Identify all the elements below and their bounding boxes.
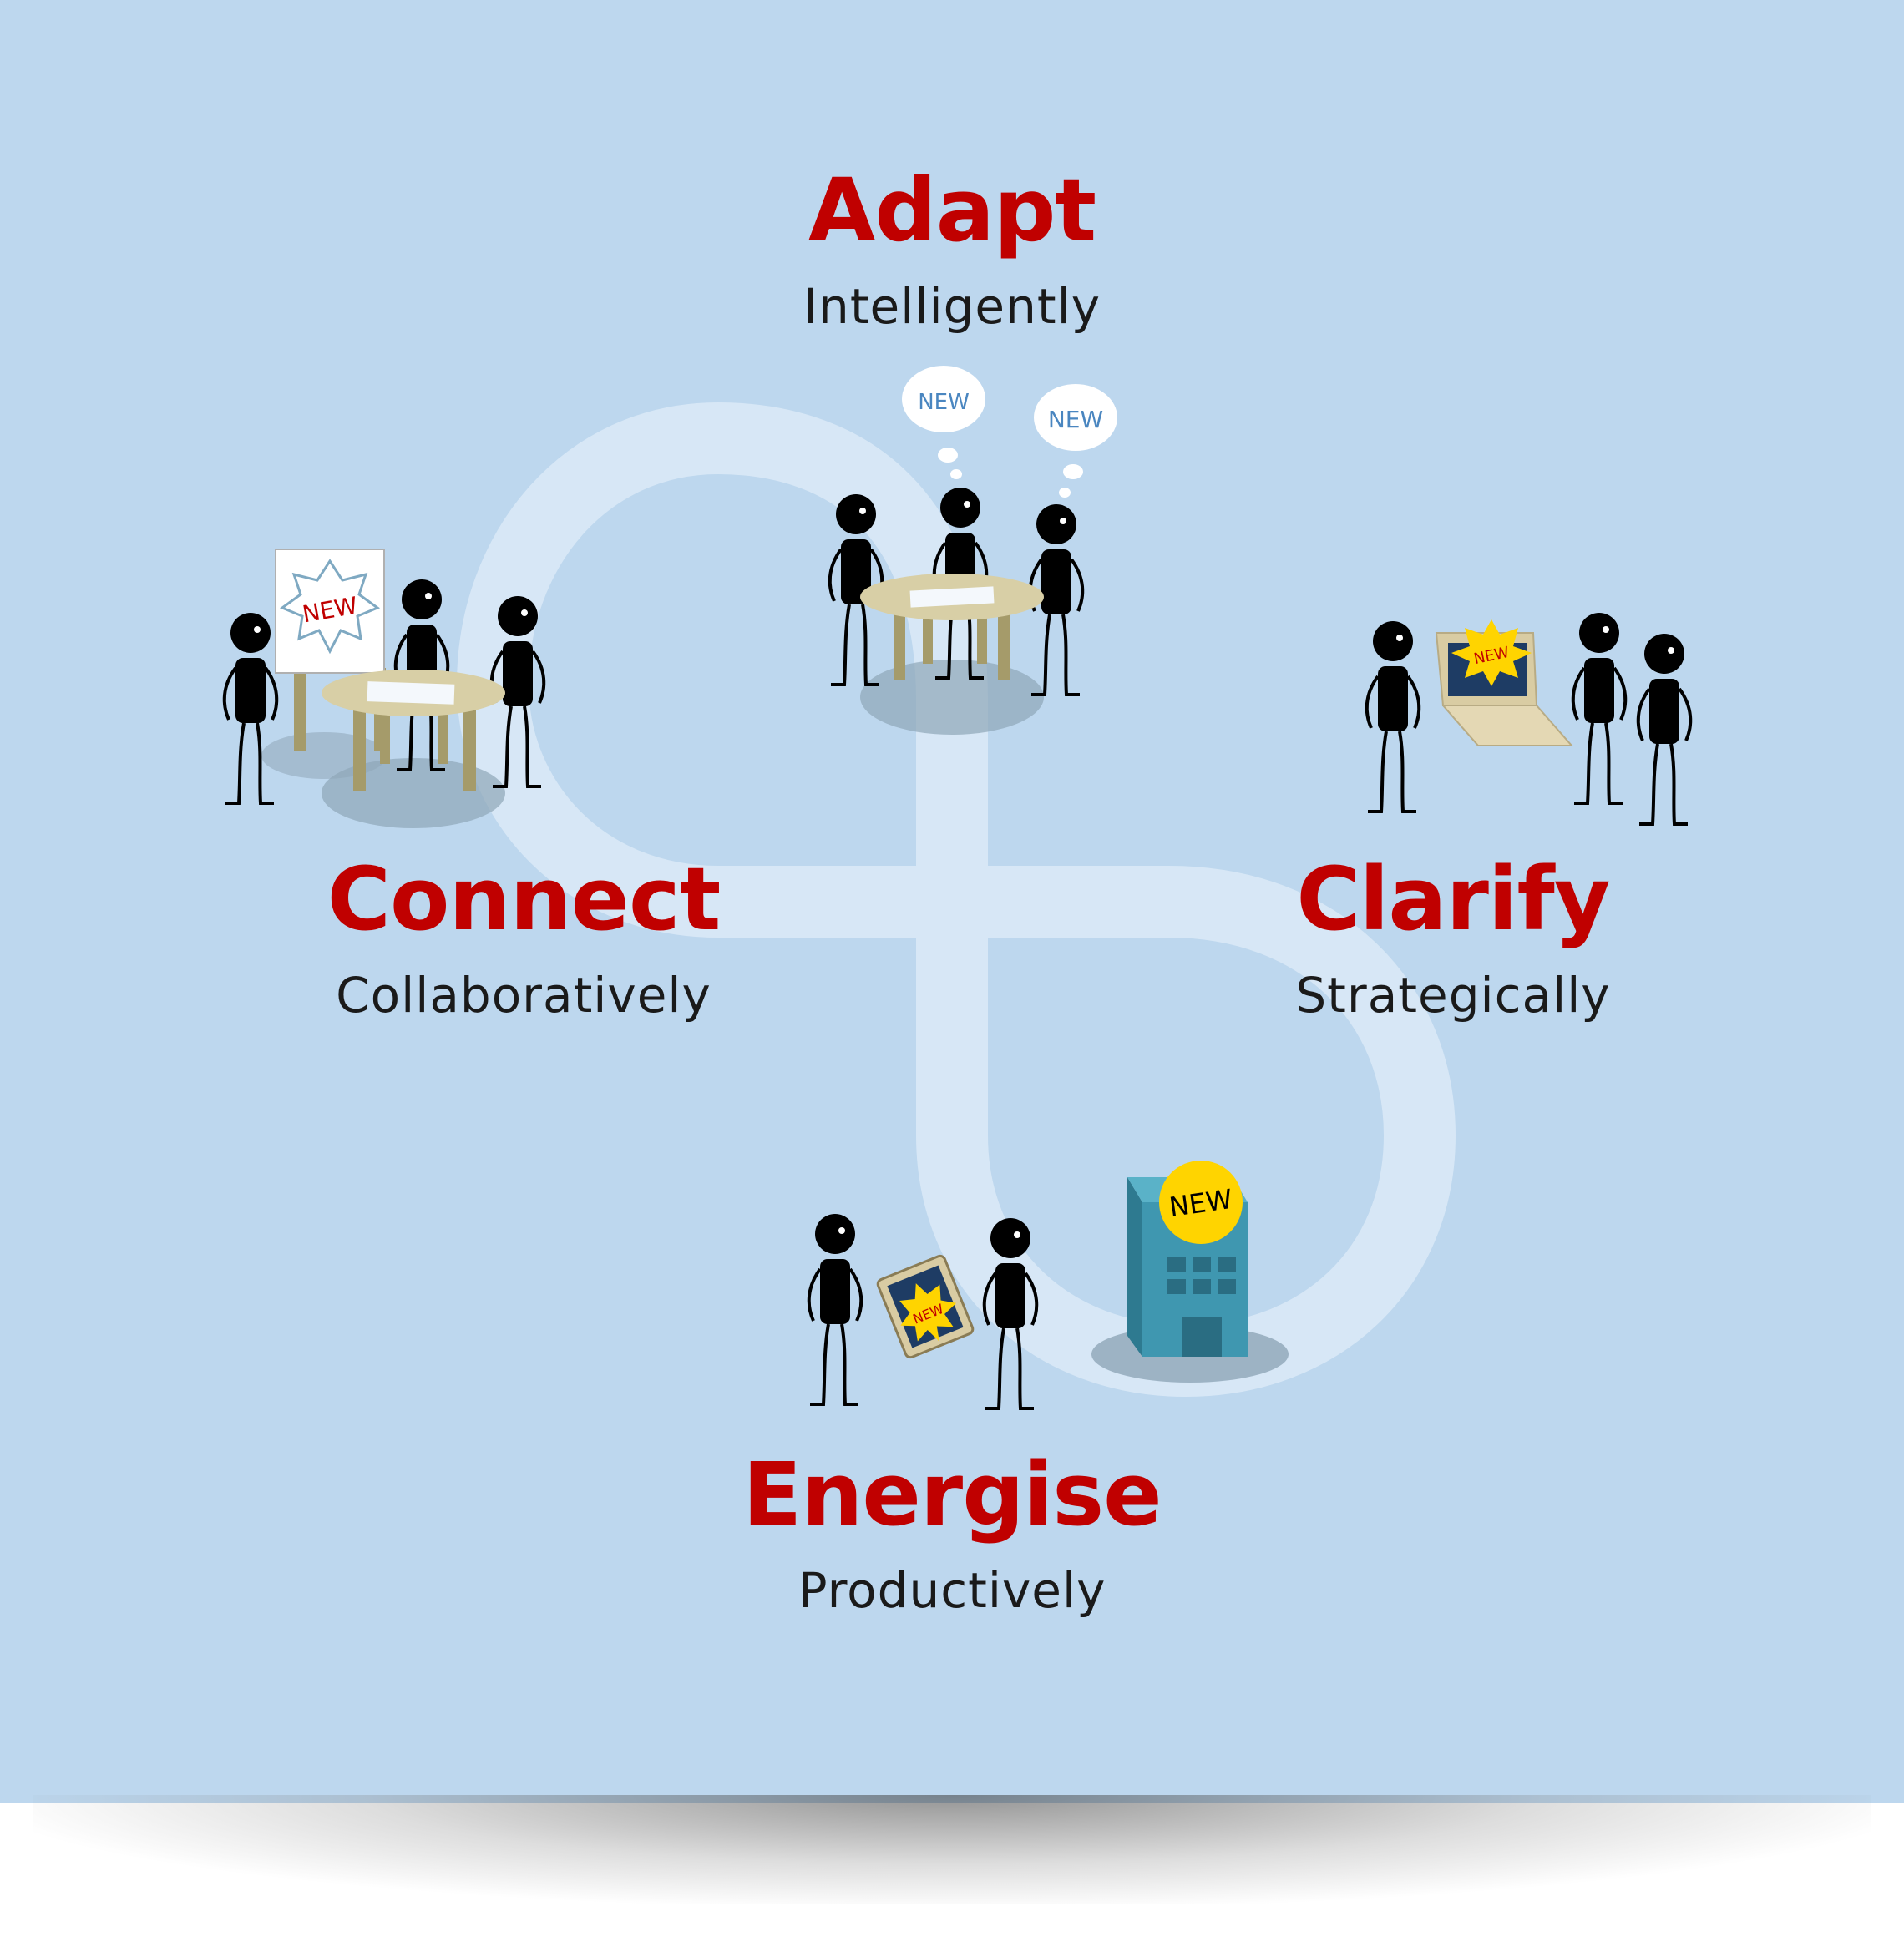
person-icon <box>222 611 279 805</box>
laptop-icon: NEW <box>1435 619 1574 746</box>
stage-subtitle: Collaboratively <box>336 967 711 1024</box>
clarify-scene: NEW <box>1365 611 1693 826</box>
stage-subtitle: Intelligently <box>803 278 1101 335</box>
connect-scene: NEW <box>222 549 546 828</box>
stage-energise: Energise Productively <box>576 1451 1328 1615</box>
stage-adapt: Adapt Intelligently <box>576 167 1328 331</box>
table-icon <box>322 670 505 791</box>
panel-shadow <box>33 1795 1871 1904</box>
thought-bubble-icon: NEW <box>902 366 985 479</box>
bubble-badge-text: NEW <box>1048 406 1103 433</box>
stage-title: Clarify <box>1296 848 1610 950</box>
stage-title: Adapt <box>808 159 1096 261</box>
person-icon <box>807 1212 863 1406</box>
stage-title: Energise <box>742 1444 1162 1545</box>
person-icon <box>1571 611 1628 805</box>
adapt-scene: NEW NEW <box>828 366 1117 735</box>
person-icon <box>1365 619 1421 813</box>
stage-title: Connect <box>327 848 722 950</box>
tablet-icon: NEW <box>876 1254 975 1359</box>
building-icon: NEW <box>1127 1161 1248 1357</box>
stage-connect: Connect Collaboratively <box>148 856 899 1019</box>
bubble-badge-text: NEW <box>918 390 970 415</box>
energise-scene: NEW NEW <box>807 1161 1289 1410</box>
thought-bubble-icon: NEW <box>1034 384 1117 498</box>
stage-subtitle: Strategically <box>1295 967 1611 1024</box>
stage-clarify: Clarify Strategically <box>1077 856 1829 1019</box>
person-icon <box>1636 632 1693 826</box>
sign-board-icon: NEW <box>275 549 386 751</box>
stage-subtitle: Productively <box>798 1562 1106 1619</box>
table-icon <box>860 574 1044 680</box>
